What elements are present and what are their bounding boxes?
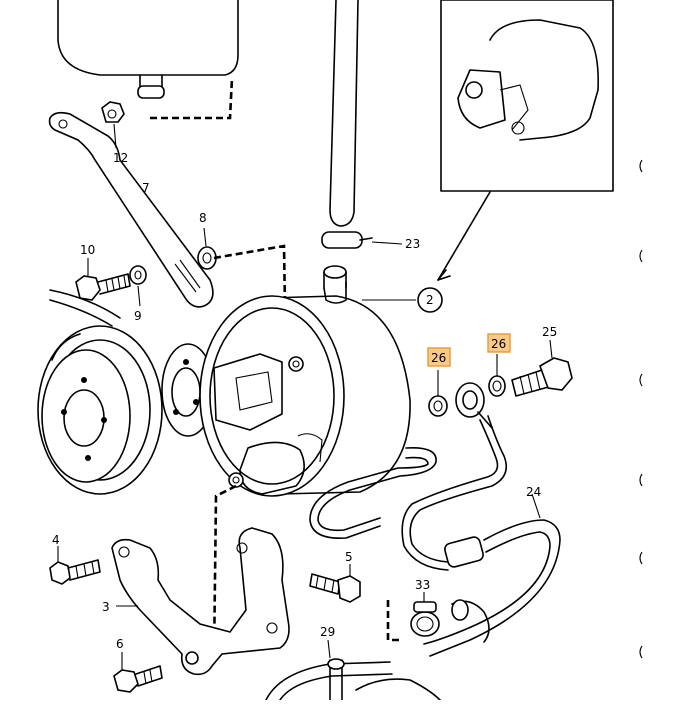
mounting-bracket <box>111 527 290 676</box>
detail-inset <box>437 0 614 281</box>
sealing-washer-2 <box>488 354 506 397</box>
callout-12: 12 <box>113 151 128 165</box>
callout-10: 10 <box>80 243 95 257</box>
callout-7: 7 <box>142 181 150 195</box>
bolt-6 <box>113 652 163 693</box>
callout-8: 8 <box>199 211 207 225</box>
callout-labels: 12 7 8 10 9 23 2 26 26 25 24 4 5 3 33 29… <box>52 151 557 651</box>
pressure-hose <box>423 493 561 657</box>
bolt-10 <box>75 258 131 301</box>
edge-marks <box>639 159 643 659</box>
callout-2: 2 <box>426 293 434 307</box>
bracket-arm <box>48 111 214 308</box>
callout-3: 3 <box>102 600 110 614</box>
reservoir-tank <box>57 0 239 120</box>
return-hose <box>321 0 403 249</box>
pump-body <box>199 265 411 661</box>
pressure-pipe <box>309 415 508 571</box>
bolt-4 <box>49 546 101 585</box>
callout-24: 24 <box>526 485 541 499</box>
callout-5: 5 <box>345 550 353 564</box>
hose-clamp-33 <box>410 592 490 643</box>
callout-26a: 26 <box>431 351 446 365</box>
washer-8 <box>197 227 288 371</box>
callout-2-circle <box>417 287 443 313</box>
banjo-bolt <box>511 339 573 397</box>
bottom-hoses <box>265 600 441 701</box>
bolt-5 <box>309 564 361 603</box>
callout-25: 25 <box>542 325 557 339</box>
highlight-box-26a <box>427 347 451 367</box>
callout-9: 9 <box>134 309 142 323</box>
highlight-box-26b <box>487 333 511 353</box>
callout-29: 29 <box>320 625 335 639</box>
washer-9 <box>129 265 147 307</box>
callout-6: 6 <box>116 637 124 651</box>
banjo-fitting <box>455 382 493 429</box>
callout-33: 33 <box>415 578 430 592</box>
sealing-washer-1 <box>428 370 448 417</box>
callout-23: 23 <box>405 237 420 251</box>
callout-4: 4 <box>52 533 60 547</box>
nut-12 <box>101 101 125 149</box>
drive-pulley <box>37 289 163 495</box>
callout-26b: 26 <box>491 337 506 351</box>
